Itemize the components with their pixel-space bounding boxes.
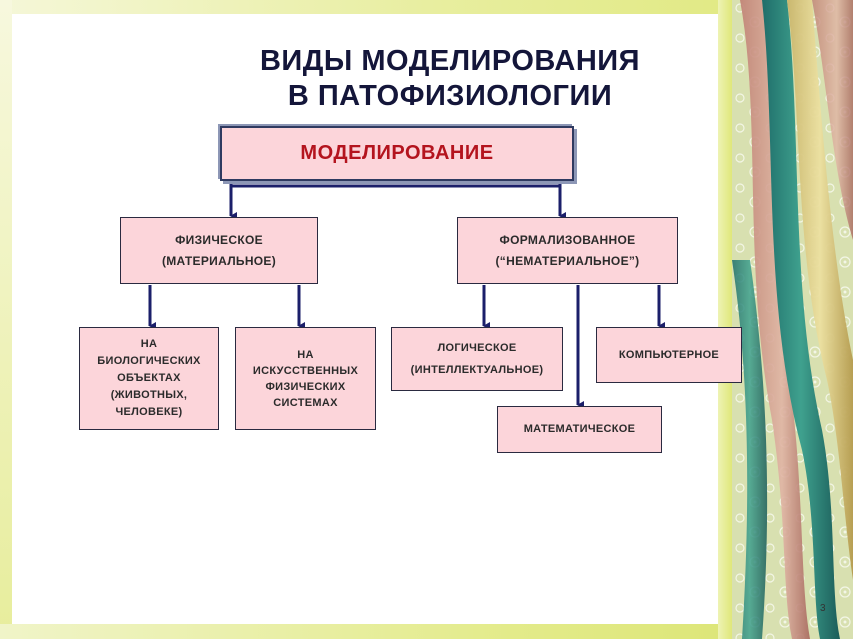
node-formal-line2: (“НЕМАТЕРИАЛЬНОЕ”) <box>495 253 640 268</box>
node-modeling-label: МОДЕЛИРОВАНИЕ <box>300 142 494 164</box>
slide-canvas <box>12 14 718 624</box>
node-biological-line5: ЧЕЛОВЕКЕ) <box>115 406 183 418</box>
node-physical-line2: (МАТЕРИАЛЬНОЕ) <box>161 253 277 268</box>
node-math: МАТЕМАТИЧЕСКОЕ <box>497 406 662 453</box>
node-artificial-line1: НА <box>297 348 314 361</box>
page-number: 3 <box>820 603 826 614</box>
node-physical-line1: ФИЗИЧЕСКОЕ <box>175 232 263 247</box>
node-artificial-line2: ИСКУССТВЕННЫХ <box>252 364 359 377</box>
node-computer: КОМПЬЮТЕРНОЕ <box>596 327 742 383</box>
node-biological: НА БИОЛОГИЧЕСКИХ ОБЪЕКТАХ (ЖИВОТНЫХ, ЧЕЛ… <box>79 327 219 430</box>
frame-bottom <box>0 624 853 639</box>
node-biological-line4: (ЖИВОТНЫХ, <box>110 389 188 401</box>
node-logical-line1: ЛОГИЧЕСКОЕ <box>437 342 517 354</box>
node-computer-label: КОМПЬЮТЕРНОЕ <box>618 348 720 361</box>
decorative-ribbons-image <box>732 0 853 639</box>
node-math-label: МАТЕМАТИЧЕСКОЕ <box>523 423 636 435</box>
node-logical: ЛОГИЧЕСКОЕ (ИНТЕЛЛЕКТУАЛЬНОЕ) <box>391 327 563 391</box>
node-modeling: МОДЕЛИРОВАНИЕ <box>220 126 574 181</box>
node-formal-line1: ФОРМАЛИЗОВАННОЕ <box>499 232 636 247</box>
node-physical: ФИЗИЧЕСКОЕ (МАТЕРИАЛЬНОЕ) <box>120 217 318 284</box>
node-formal: ФОРМАЛИЗОВАННОЕ (“НЕМАТЕРИАЛЬНОЕ”) <box>457 217 678 284</box>
node-logical-line2: (ИНТЕЛЛЕКТУАЛЬНОЕ) <box>410 364 544 376</box>
frame-top <box>0 0 853 14</box>
decorative-panel <box>732 0 853 639</box>
node-biological-line1: НА <box>140 338 158 350</box>
title-line-1: ВИДЫ МОДЕЛИРОВАНИЯ <box>259 45 640 77</box>
node-biological-line2: БИОЛОГИЧЕСКИХ <box>97 355 201 367</box>
frame-divider <box>718 0 732 639</box>
node-artificial-line4: СИСТЕМАХ <box>273 396 338 409</box>
node-biological-line3: ОБЪЕКТАХ <box>117 372 181 384</box>
slide-title: ВИДЫ МОДЕЛИРОВАНИЯ В ПАТОФИЗИОЛОГИИ <box>190 44 710 114</box>
connector-root-bar <box>229 181 562 188</box>
node-artificial-line3: ФИЗИЧЕСКИХ <box>265 380 346 393</box>
frame-left <box>0 0 12 639</box>
node-artificial: НА ИСКУССТВЕННЫХ ФИЗИЧЕСКИХ СИСТЕМАХ <box>235 327 376 430</box>
title-line-2: В ПАТОФИЗИОЛОГИИ <box>287 80 613 112</box>
